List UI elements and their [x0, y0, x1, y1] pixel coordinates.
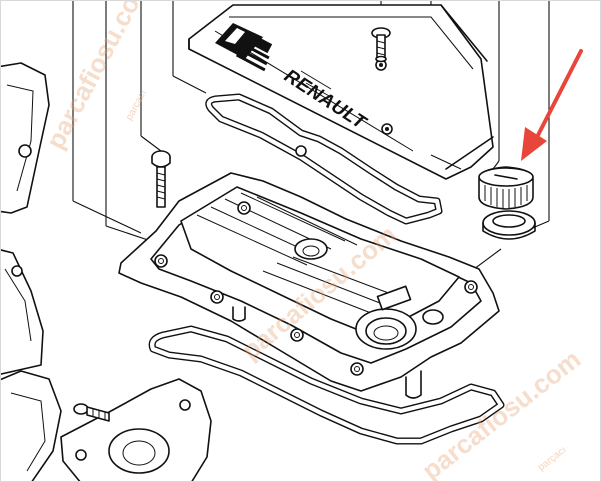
timing-cover — [1, 62, 212, 481]
valve-cover-gasket — [148, 325, 505, 445]
cover-bolt — [371, 27, 391, 63]
watermark-tag-top: parçacı — [124, 88, 149, 122]
watermark-text-bottom: parcafiosu.com — [416, 344, 586, 482]
watermark-text-top: parcafiosu.com — [40, 1, 157, 154]
mounting-bolt — [151, 150, 171, 208]
oil-filler-cap — [478, 166, 534, 210]
brand-logo — [215, 23, 273, 72]
lower-bolt — [73, 403, 110, 422]
valve-cover — [118, 172, 500, 399]
filler-cap-seal — [482, 210, 536, 240]
callout-arrow — [521, 49, 583, 161]
watermark-tag-bottom: parçacı — [536, 445, 569, 474]
cover-gasket — [205, 93, 443, 225]
